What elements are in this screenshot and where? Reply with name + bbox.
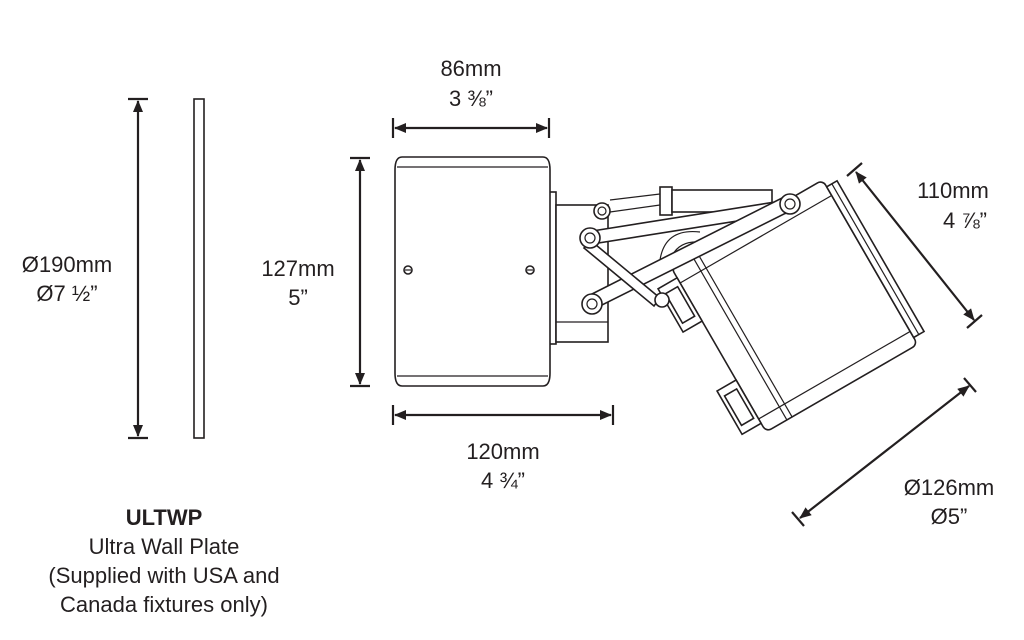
plate-diameter-dimension: Ø190mm Ø7 ½” xyxy=(22,97,148,440)
model-code: ULTWP xyxy=(126,505,203,530)
plate-diameter-mm: Ø190mm xyxy=(22,252,112,277)
head-length-in: 4 ⅞” xyxy=(943,208,987,233)
wall-plate-caption: ULTWP Ultra Wall Plate (Supplied with US… xyxy=(48,505,279,617)
head-length-dimension: 110mm 4 ⅞” xyxy=(846,162,989,329)
plate-diameter-in: Ø7 ½” xyxy=(36,281,97,306)
supply-note-line-1: (Supplied with USA and xyxy=(48,563,279,588)
body-height-in: 5” xyxy=(288,285,308,310)
head-length-mm: 110mm xyxy=(917,178,989,203)
model-name: Ultra Wall Plate xyxy=(89,534,240,559)
supply-note-line-2: Canada fixtures only) xyxy=(60,592,268,617)
body-depth-in: 3 ⅜” xyxy=(449,86,493,111)
overall-depth-in: 4 ¾” xyxy=(481,468,525,493)
body-depth-mm: 86mm xyxy=(440,56,501,81)
fixture-body-drawing xyxy=(394,156,773,387)
head-diameter-mm: Ø126mm xyxy=(904,475,994,500)
body-depth-dimension: 86mm 3 ⅜” xyxy=(391,56,551,138)
body-height-dimension: 127mm 5” xyxy=(261,156,370,388)
overall-depth-dimension: 120mm 4 ¾” xyxy=(391,405,615,493)
articulating-arms xyxy=(579,193,801,315)
overall-depth-mm: 120mm xyxy=(466,439,539,464)
wall-plate-drawing xyxy=(193,98,205,439)
body-height-mm: 127mm xyxy=(261,256,334,281)
head-diameter-in: Ø5” xyxy=(931,504,968,529)
head-diameter-dimension: Ø126mm Ø5” xyxy=(791,377,994,529)
